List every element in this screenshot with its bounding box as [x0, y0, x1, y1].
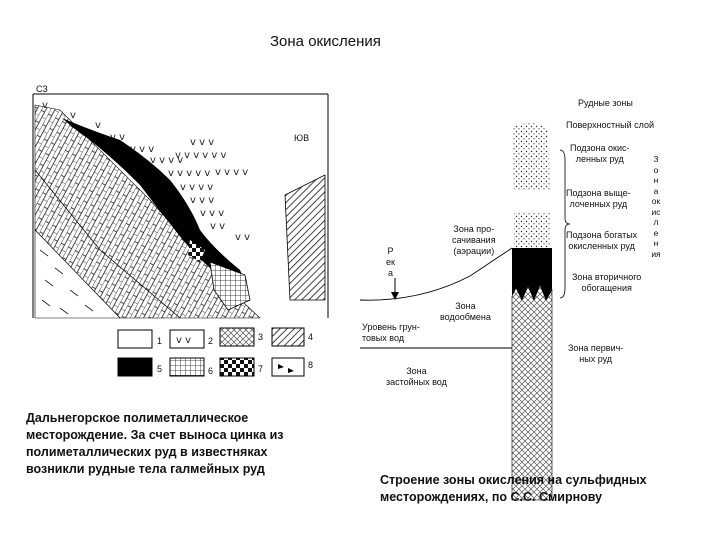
svg-text:v v v: v v v — [200, 208, 224, 219]
svg-text:v: v — [70, 110, 76, 121]
right-caption: Строение зоны окисления на сульфидных ме… — [380, 473, 647, 504]
svg-text:v v v v: v v v v — [150, 155, 183, 166]
label-zone-stagnant: Зона застойных вод — [386, 366, 447, 387]
volcanic-marks: vvv v vv v v v v v vv v v v v v v v vv v… — [42, 100, 250, 243]
legend-7: 7 — [258, 364, 264, 374]
svg-text:v v v v v v: v v v v v v — [175, 150, 226, 161]
legend-8: 8 — [308, 360, 314, 370]
legend-6: 6 — [208, 366, 214, 376]
svg-text:v v: v v — [210, 221, 225, 232]
svg-text:v: v — [95, 120, 101, 131]
label-zone-secondary: Зона вторичного обогащения — [572, 272, 642, 293]
left-caption: Дальнегорское полиметаллическое месторож… — [26, 411, 284, 476]
label-subzone-leached: Подзона выще- лоченных руд — [566, 188, 631, 209]
legend-boxes — [117, 327, 305, 377]
legend-2: 2 — [208, 336, 214, 346]
page-title: Зона окисления — [270, 33, 381, 50]
svg-text:v v: v v — [110, 132, 125, 143]
label-subzone-rich: Подзона богатых окисленных руд — [566, 230, 638, 251]
legend-5: 5 — [157, 364, 163, 374]
svg-text:v v: v v — [235, 232, 250, 243]
label-zone-primary: Зона первич- ных руд — [568, 343, 624, 364]
svg-text:v v v: v v v — [190, 195, 214, 206]
legend-4: 4 — [308, 332, 314, 342]
label-groundwater-level: Уровень грун- товых вод — [362, 322, 420, 343]
svg-text:v v v v v: v v v v v — [168, 168, 210, 179]
svg-text:v v v v: v v v v — [180, 182, 213, 193]
label-se: ЮВ — [294, 133, 310, 143]
label-subzone-oxidized: Подзона окис- ленных руд — [570, 143, 630, 164]
label-river: Р ек а — [386, 246, 395, 278]
label-ore-zones: Рудные зоны — [578, 98, 633, 108]
label-nw: СЗ — [36, 84, 48, 94]
label-zone-oxidation-vertical: З о н а ок ис л е н ия — [651, 154, 661, 259]
label-surface-layer: Поверхностный слой — [566, 120, 655, 130]
svg-text:v v: v v — [176, 335, 191, 346]
svg-text:v v v: v v v — [130, 144, 154, 155]
svg-text:v: v — [42, 100, 48, 111]
legend-1: 1 — [157, 336, 163, 346]
label-zone-exchange: Зона водообмена — [440, 301, 491, 322]
label-zone-seepage: Зона про- сачивания (аэрации) — [452, 224, 496, 256]
svg-text:v v v v: v v v v — [215, 167, 248, 178]
svg-text:v v v: v v v — [190, 137, 214, 148]
legend-3: 3 — [258, 332, 264, 342]
